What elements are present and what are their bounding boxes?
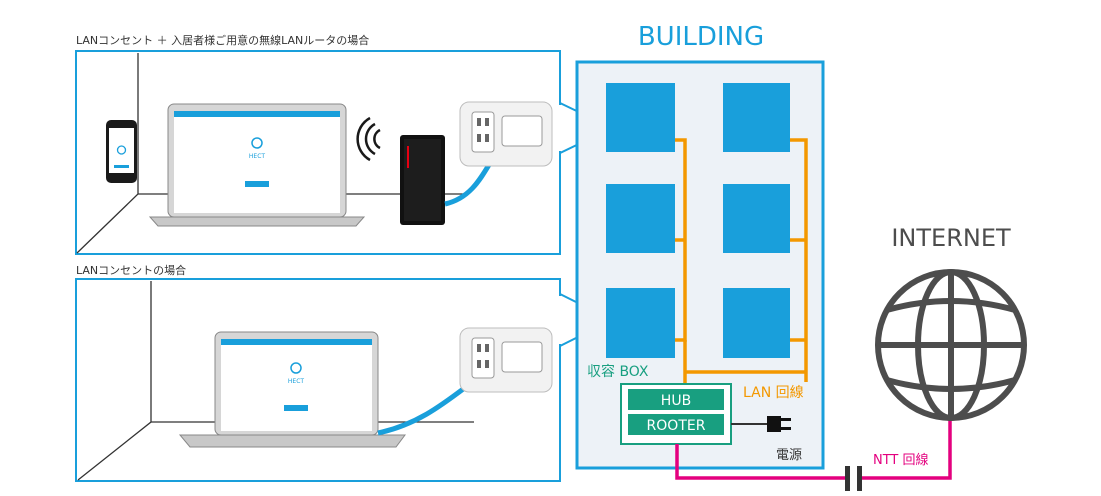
ntt-line-internet — [862, 420, 952, 480]
lan-label: LAN 回線 — [743, 385, 804, 401]
power-plug-icon — [767, 416, 791, 432]
scenario-wired-caption: LANコンセントの場合 — [76, 263, 186, 277]
unit-box-6 — [723, 288, 790, 358]
router-label: ROOTER — [647, 418, 706, 434]
power-label: 電源 — [776, 448, 802, 463]
ntt-line-building — [675, 444, 845, 480]
hub-label: HUB — [661, 393, 691, 409]
hub-router-unit: HUB ROOTER — [620, 383, 732, 445]
building-title: BUILDING — [638, 22, 764, 52]
laptop-wifi: HECT — [148, 103, 366, 227]
laptop-wired: HECT — [178, 331, 406, 448]
unit-box-1 — [606, 83, 675, 152]
lan-wiring — [675, 138, 808, 386]
unit-box-4 — [723, 184, 790, 253]
smartphone — [106, 120, 137, 183]
wifi-signal-icon — [356, 116, 381, 162]
unit-box-3 — [606, 184, 675, 253]
ntt-label: NTT 回線 — [873, 452, 929, 468]
wireless-router — [400, 135, 445, 225]
laptop-wifi-app-name: HECT — [249, 153, 265, 160]
scenario-wifi-caption: LANコンセント ＋ 入居者様ご用意の無線LANルータの場合 — [76, 33, 369, 47]
ntt-connector-icon — [845, 466, 862, 491]
box-label: 収容 BOX — [587, 363, 649, 380]
globe-icon — [875, 269, 1027, 421]
unit-box-5 — [606, 288, 675, 358]
internet-title: INTERNET — [891, 224, 1011, 252]
laptop-wired-app-name: HECT — [288, 378, 304, 385]
wall-outlet-wired — [459, 327, 553, 393]
unit-box-2 — [723, 83, 790, 152]
wall-outlet-wifi — [459, 101, 553, 167]
